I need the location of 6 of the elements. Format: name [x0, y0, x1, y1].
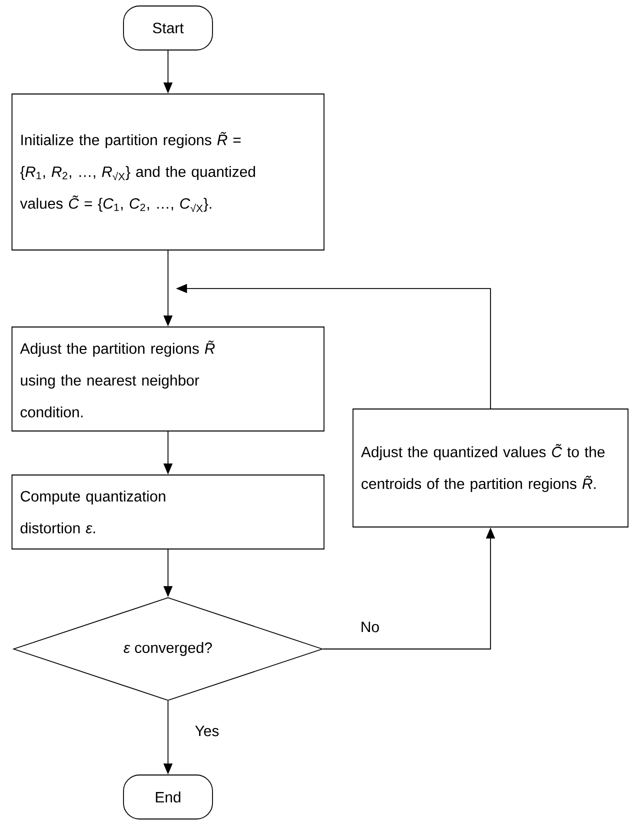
- edge-label: No: [359, 620, 381, 634]
- process-box: Adjust the quantized values C̃ to the centroids of the partition regions R̃.: [352, 408, 628, 528]
- edge-label: Yes: [194, 724, 220, 738]
- process-box: Compute quantization distortion ε.: [12, 474, 324, 550]
- process-box: Adjust the partition regions R̃ using the nearest neighbor condition.: [12, 326, 324, 432]
- process-box: Initialize the partition regions R̃ = {R$_{1}$, R$_{2}$, …, R$_{√X}$} and the quantized values C̃ = {C$_{1}$, C$_{2}$, …, C$_{√X}$}.: [12, 94, 324, 250]
